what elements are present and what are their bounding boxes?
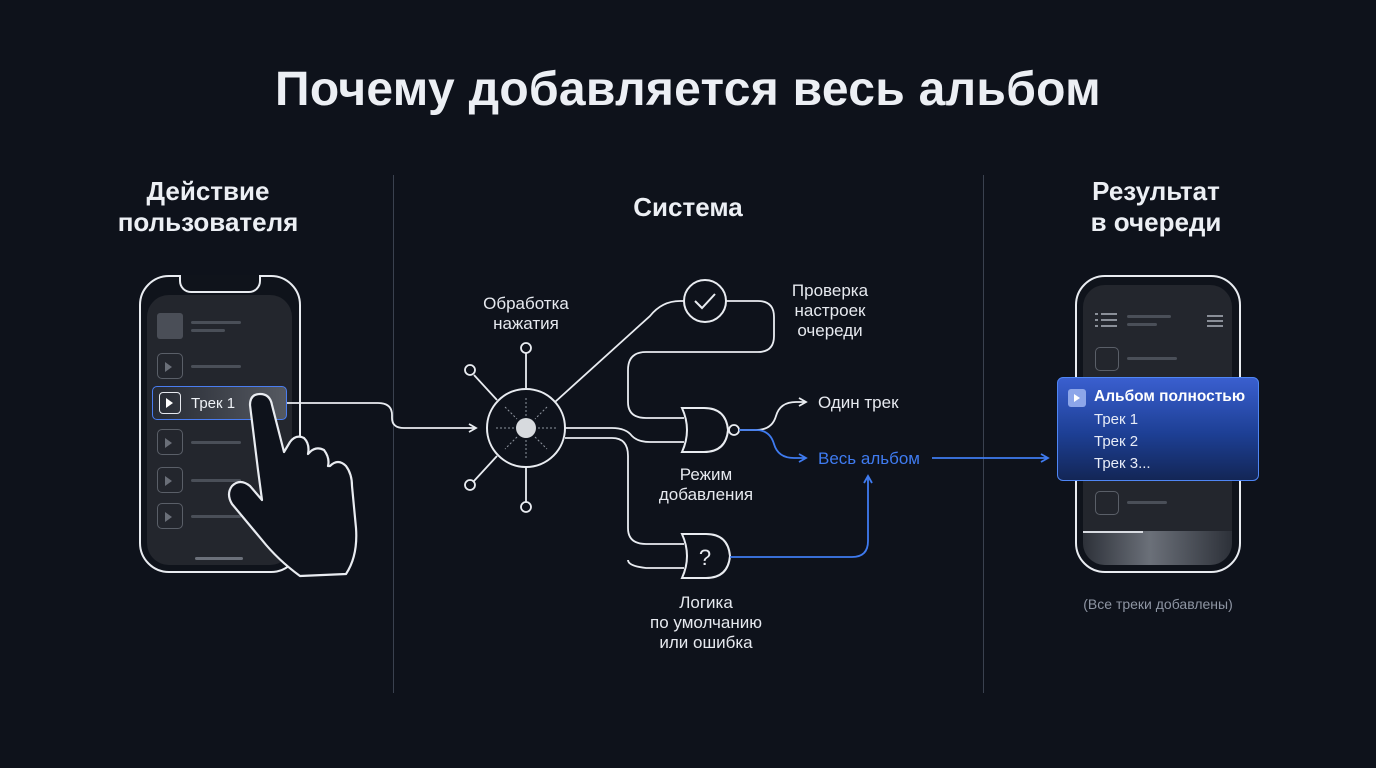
flow-line-to-single-track [739, 397, 808, 431]
label-add-mode: Режим добавления [658, 465, 754, 504]
tap-handler-spokes [464, 342, 532, 513]
placeholder-line [191, 365, 241, 368]
album-art-placeholder [157, 313, 183, 339]
track-row-play-icon [157, 353, 183, 379]
track-row-play-icon [157, 503, 183, 529]
label-whole-album: Весь альбом [818, 449, 920, 468]
flow-line-handler-to-default-gate [565, 437, 684, 545]
check-icon [683, 279, 727, 323]
playback-progress [1083, 531, 1143, 533]
pointing-hand-icon [227, 392, 358, 578]
queue-track-2: Трек 2 [1094, 433, 1139, 450]
placeholder-line [1127, 357, 1177, 360]
play-icon [1068, 389, 1086, 407]
highlighted-track-label: Трек 1 [191, 395, 236, 412]
placeholder-line [191, 321, 241, 324]
queue-row-placeholder [1095, 491, 1119, 515]
column-divider-left [393, 175, 394, 693]
queue-track-1: Трек 1 [1094, 411, 1139, 428]
queue-track-3: Трек 3... [1094, 455, 1151, 472]
album-card-header: Альбом полностью [1094, 388, 1246, 405]
track-row-play-icon [157, 429, 183, 455]
label-single-track: Один трек [818, 393, 899, 412]
column-heading-system: Система [633, 192, 743, 222]
play-icon [159, 392, 181, 414]
label-tap-handler: Обработка нажатия [483, 294, 569, 333]
placeholder-line [1127, 315, 1171, 318]
placeholder-line [191, 479, 241, 482]
column-divider-right [983, 175, 984, 693]
placeholder-line [1127, 323, 1157, 326]
placeholder-line [1127, 501, 1167, 504]
placeholder-line [191, 329, 225, 332]
mini-player-bar [1083, 531, 1232, 565]
placeholder-line [191, 441, 241, 444]
label-default-logic: Логика по умолчанию или ошибка [650, 593, 762, 652]
flow-line-check-to-mode-gate [627, 300, 775, 419]
result-caption: (Все треки добавлены) [1083, 596, 1233, 612]
flow-line-handler-to-mode-gate [565, 427, 684, 443]
queue-row-placeholder [1095, 347, 1119, 371]
queue-list-icon [1095, 311, 1119, 329]
phone-notch [179, 275, 261, 293]
home-indicator [195, 557, 243, 560]
flow-line-to-whole-album [739, 429, 808, 463]
menu-icon [1207, 315, 1223, 327]
add-mode-gate [680, 407, 730, 453]
flow-line-handler-to-default-gate-2 [627, 559, 684, 569]
track-row-play-icon [157, 467, 183, 493]
column-heading-queue-result: Результат в очереди [1090, 176, 1222, 237]
flow-line-tap-to-handler [287, 402, 478, 433]
tap-handler-node [486, 388, 566, 468]
column-heading-user-action: Действие пользователя [117, 176, 299, 237]
default-logic-gate [680, 533, 732, 579]
album-queue-card: Альбом полностью Трек 1 Трек 2 Трек 3... [1057, 377, 1259, 481]
flow-line-handler-to-check [554, 300, 684, 403]
label-queue-settings-check: Проверка настроек очереди [791, 281, 869, 340]
flow-line-default-to-album [730, 474, 873, 558]
default-logic-gate-symbol: ? [699, 545, 711, 570]
placeholder-line [191, 515, 241, 518]
page-title: Почему добавляется весь альбом [275, 63, 1101, 116]
